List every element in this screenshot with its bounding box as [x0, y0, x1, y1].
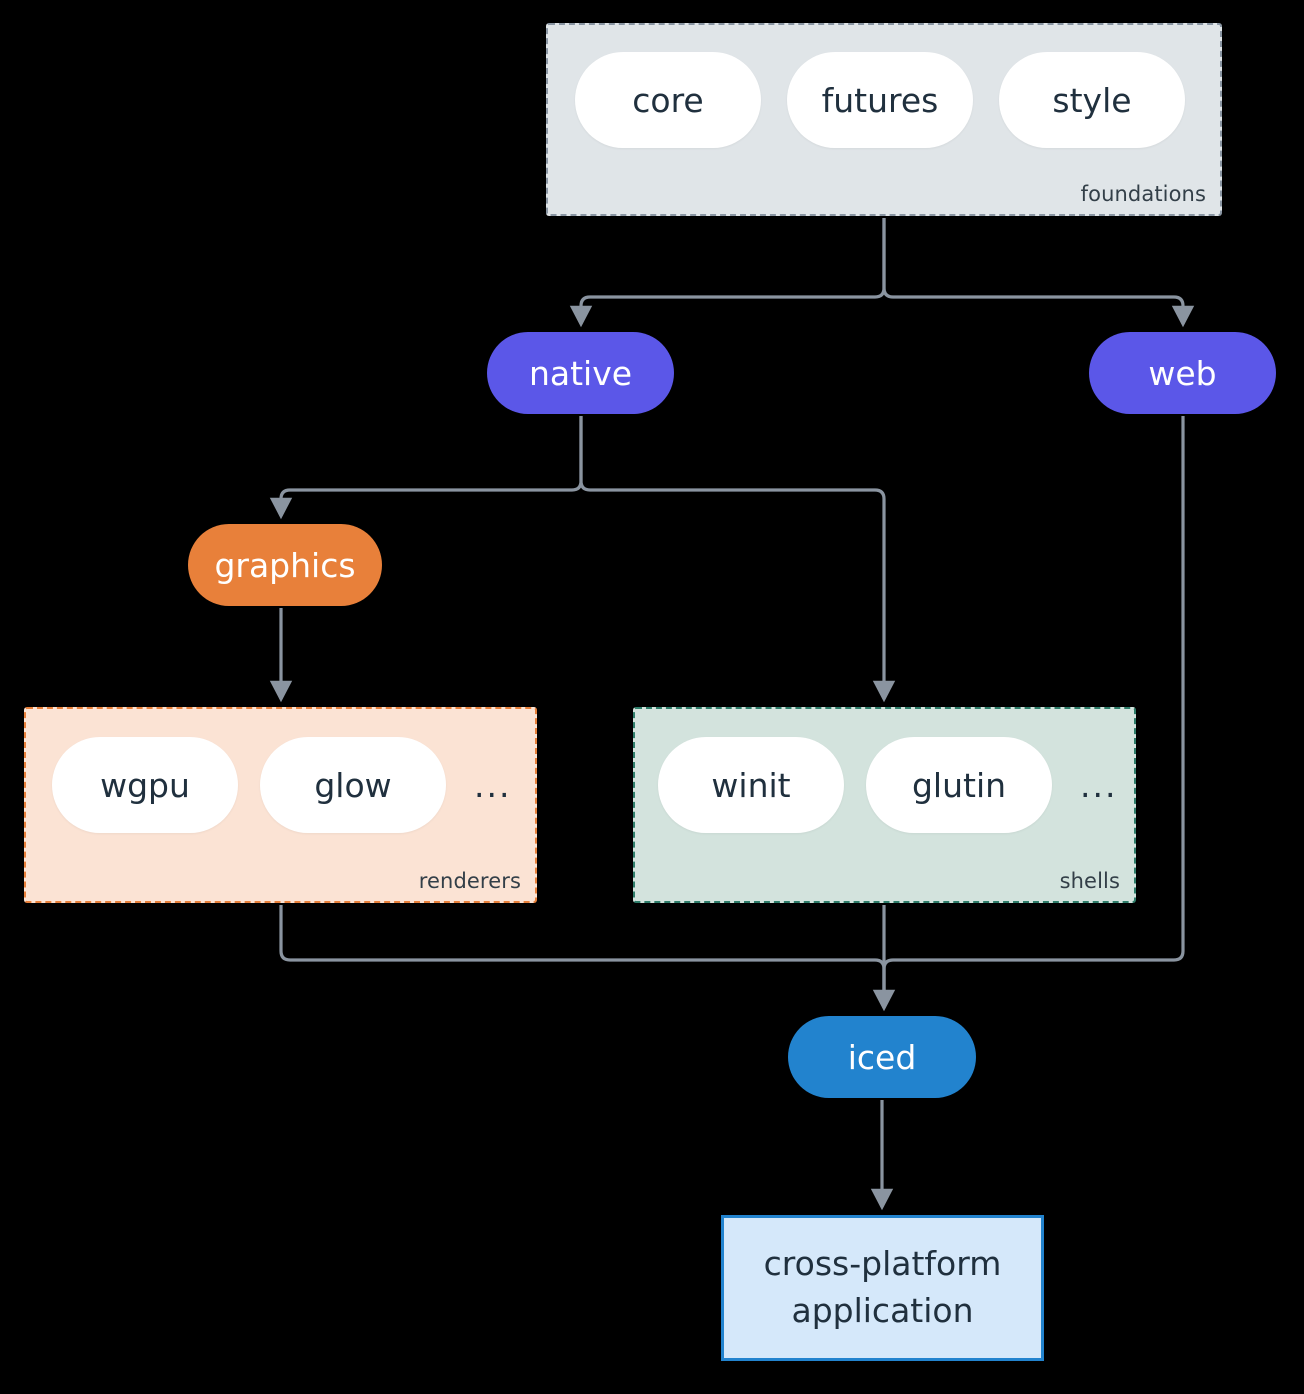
application-line-1: cross-platform	[763, 1244, 1002, 1284]
cluster-shells-members: winit glutin ...	[658, 737, 1123, 833]
node-cross-platform-application[interactable]: cross-platform application	[721, 1215, 1044, 1361]
edge-native-graphics	[269, 416, 583, 520]
node-core[interactable]: core	[575, 52, 761, 148]
node-web[interactable]: web	[1089, 332, 1276, 414]
node-iced[interactable]: iced	[788, 1016, 976, 1098]
cluster-renderers-label: renderers	[418, 869, 521, 893]
node-wgpu[interactable]: wgpu	[52, 737, 238, 833]
node-glow[interactable]: glow	[260, 737, 446, 833]
edge-foundations-web	[882, 218, 1195, 328]
node-futures[interactable]: futures	[787, 52, 973, 148]
cluster-foundations-label: foundations	[1080, 182, 1206, 206]
cluster-renderers: wgpu glow ... renderers	[24, 707, 537, 903]
cluster-foundations: core futures style foundations	[546, 23, 1222, 216]
cluster-shells: winit glutin ... shells	[633, 707, 1136, 903]
renderers-overflow-ellipsis: ...	[474, 765, 512, 805]
node-native[interactable]: native	[487, 332, 674, 414]
edge-native-shells	[579, 416, 896, 703]
application-line-2: application	[791, 1291, 974, 1330]
node-graphics[interactable]: graphics	[188, 524, 382, 606]
node-glutin[interactable]: glutin	[866, 737, 1052, 833]
shells-overflow-ellipsis: ...	[1080, 765, 1118, 805]
edge-foundations-native	[569, 218, 886, 328]
node-winit[interactable]: winit	[658, 737, 844, 833]
cluster-renderers-members: wgpu glow ...	[52, 737, 517, 833]
cluster-shells-label: shells	[1059, 869, 1120, 893]
node-style[interactable]: style	[999, 52, 1185, 148]
cluster-foundations-members: core futures style	[575, 52, 1185, 148]
edge-renderers-iced	[279, 905, 886, 1000]
